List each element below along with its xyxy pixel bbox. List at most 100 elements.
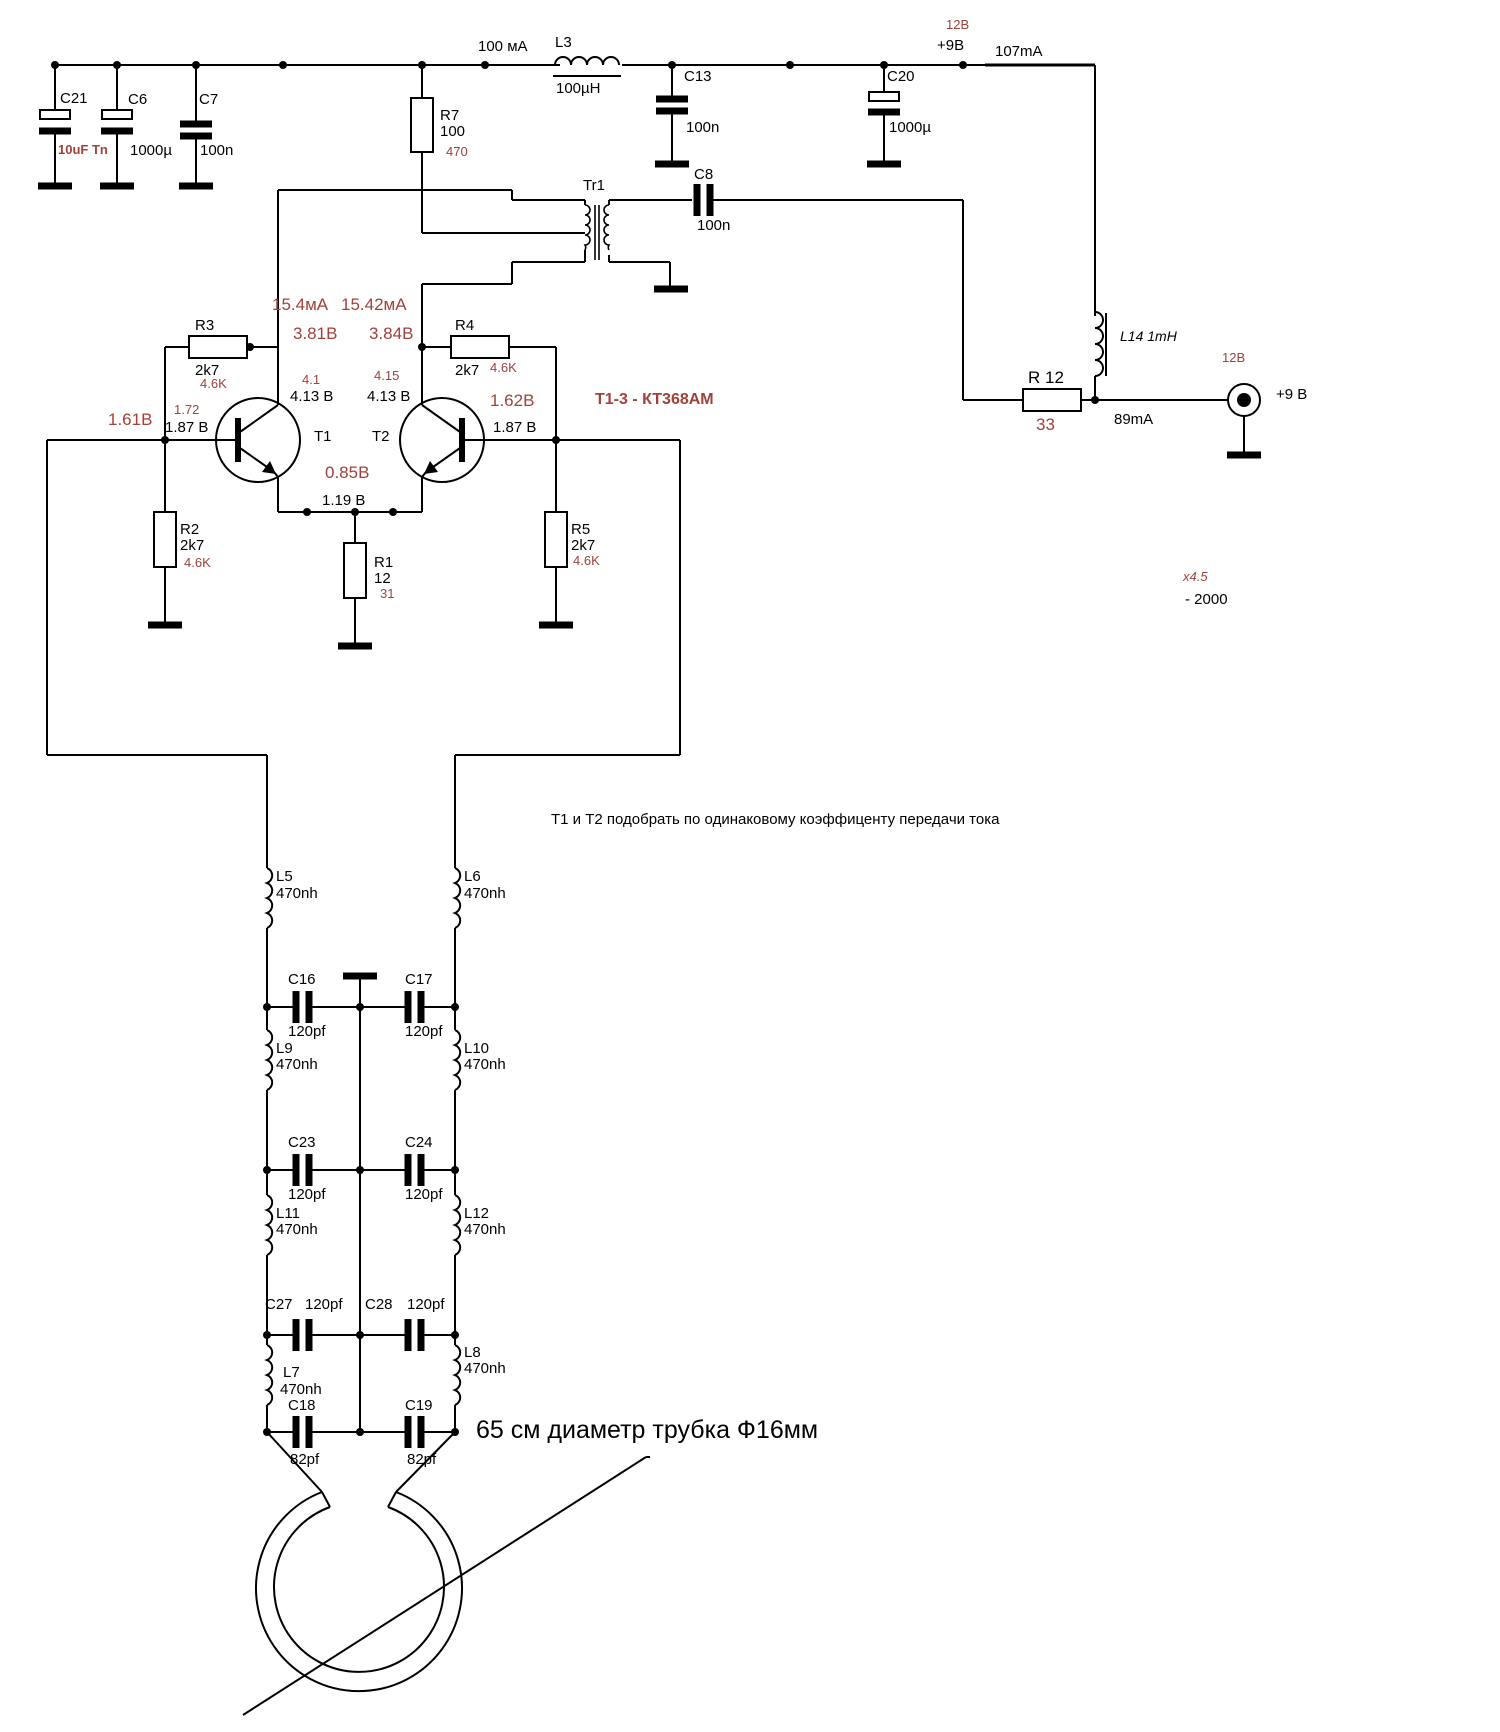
r4-value: 2k7 xyxy=(455,362,479,379)
t1-vc: 4.13 В xyxy=(290,388,333,405)
matching-note: Т1 и Т2 подобрать по одинаковому коэффиц… xyxy=(551,811,1000,828)
t2-base-measured: 1.62В xyxy=(490,391,534,410)
l9-value: 470nh xyxy=(276,1056,318,1073)
l3-value: 100µH xyxy=(556,80,601,97)
c17-value: 120pf xyxy=(405,1023,443,1040)
capacitor-c7: C7 100n xyxy=(179,65,233,190)
capacitor-c6: C6 1000µ xyxy=(100,65,172,190)
r3-value: 2k7 xyxy=(195,362,219,379)
c21-label: C21 xyxy=(60,90,88,107)
r1-value: 12 xyxy=(374,570,391,587)
c28-label: C28 xyxy=(365,1296,393,1313)
inductor-l14: L14 1mH xyxy=(1089,311,1178,400)
base-feed-lines xyxy=(46,439,681,868)
resonator-ladder: L5 470nh L6 470nh C16 120pf C17 120pf L9… xyxy=(263,867,506,1468)
t2-vc: 4.13 В xyxy=(367,388,410,405)
tr1-label: Tr1 xyxy=(583,177,605,194)
c20-label: C20 xyxy=(887,68,915,85)
resistor-r3: R3 2k7 4.6K xyxy=(164,317,278,440)
t1-base-measured-big: 1.61В xyxy=(108,410,152,429)
r5-value: 2k7 xyxy=(571,537,595,554)
l7-value: 470nh xyxy=(280,1381,322,1398)
r4-measured: 4.6K xyxy=(490,360,517,375)
r12-label: R 12 xyxy=(1028,368,1064,387)
t2-label: T2 xyxy=(372,428,390,445)
connector-9v-label: +9 В xyxy=(1276,386,1307,403)
measurements: 15.4мА 15.42мА 3.81В 3.84В 4.1 4.13 В 4.… xyxy=(108,295,1228,608)
resistor-r5: R5 2k7 4.6K xyxy=(539,440,600,629)
c21-value: 10uF Tn xyxy=(58,142,108,157)
r7-measured: 470 xyxy=(446,144,468,159)
l11-label: L11 xyxy=(276,1205,300,1222)
c8-label: C8 xyxy=(694,166,713,183)
resistor-r2: R2 2k7 4.6K xyxy=(148,440,211,629)
l10-label: L10 xyxy=(464,1040,489,1057)
transistor-t1: T1 xyxy=(165,395,332,512)
c24-label: C24 xyxy=(405,1134,433,1151)
resistor-r1: R1 12 31 xyxy=(278,508,422,650)
l12-value: 470nh xyxy=(464,1221,506,1238)
r5-measured: 4.6K xyxy=(573,553,600,568)
r4-label: R4 xyxy=(455,317,474,334)
t1-base-voltage: 1.87 В xyxy=(165,419,208,436)
c19-value: 82pf xyxy=(407,1451,437,1468)
t1-collector-measured: 3.81В xyxy=(293,324,337,343)
c13-label: C13 xyxy=(684,68,712,85)
minus-2000-annotation: - 2000 xyxy=(1185,591,1228,608)
c18-label: C18 xyxy=(288,1397,316,1414)
capacitor-c21: C21 10uF Tn xyxy=(38,65,108,190)
c6-value: 1000µ xyxy=(130,142,172,159)
current-89ma-label: 89mA xyxy=(1114,411,1153,428)
l10-value: 470nh xyxy=(464,1056,506,1073)
l8-label: L8 xyxy=(464,1344,481,1361)
c16-value: 120pf xyxy=(288,1023,326,1040)
l11-value: 470nh xyxy=(276,1221,318,1238)
t2-collector-measured: 3.84В xyxy=(369,324,413,343)
c7-value: 100n xyxy=(200,142,233,159)
r2-value: 2k7 xyxy=(180,537,204,554)
resistor-r12: R 12 33 89mA xyxy=(962,200,1228,434)
top-9v-label: +9В xyxy=(937,37,964,54)
c13-value: 100n xyxy=(686,119,719,136)
r7-label: R7 xyxy=(440,107,459,124)
c27-value: 120pf xyxy=(305,1296,343,1313)
capacitor-c8: C8 100n xyxy=(693,166,963,234)
c8-value: 100n xyxy=(697,217,730,234)
t2-base-voltage: 1.87 В xyxy=(493,419,536,436)
inductor-l3: L3 100µH xyxy=(553,34,622,97)
supply-rail xyxy=(51,61,1096,318)
t1-vc-measured: 4.1 xyxy=(302,372,320,387)
r1-label: R1 xyxy=(374,554,393,571)
c6-label: C6 xyxy=(128,91,147,108)
current-107ma-label: 107mA xyxy=(995,43,1043,60)
transistor-t2: T2 xyxy=(372,385,556,512)
r2-measured: 4.6K xyxy=(184,555,211,570)
t2-current: 15.42мА xyxy=(341,295,407,314)
l8-value: 470nh xyxy=(464,1360,506,1377)
r7-value: 100 xyxy=(440,123,465,140)
output-connector: 12В +9 В xyxy=(1222,350,1307,459)
loop-antenna: 65 см диаметр трубка Ф16мм xyxy=(242,1416,818,1716)
x45-annotation: x4.5 xyxy=(1182,569,1208,584)
capacitor-c20: C20 1000µ xyxy=(867,65,931,168)
t1-current: 15.4мА xyxy=(272,295,329,314)
resistor-r4: R4 2k7 4.6K xyxy=(422,317,557,440)
l14-label: L14 1mH xyxy=(1120,328,1178,344)
l5-label: L5 xyxy=(276,868,293,885)
l9-label: L9 xyxy=(276,1040,293,1057)
loop-note: 65 см диаметр трубка Ф16мм xyxy=(476,1416,818,1444)
c23-label: C23 xyxy=(288,1134,316,1151)
transistor-type: T1-3 - КТ368АМ xyxy=(595,391,714,408)
t1-base-measured: 1.72 xyxy=(174,402,199,417)
r3-measured: 4.6K xyxy=(200,376,227,391)
supply-current-label: 100 мА xyxy=(478,38,528,55)
r2-label: R2 xyxy=(180,521,199,538)
c27-label: C27 xyxy=(265,1296,293,1313)
l12-label: L12 xyxy=(464,1205,489,1222)
t2-vc-measured: 4.15 xyxy=(374,368,399,383)
t1-label: T1 xyxy=(314,428,332,445)
resistor-r7: R7 100 470 xyxy=(410,65,585,234)
c16-label: C16 xyxy=(288,971,316,988)
emitter-measured: 0.85В xyxy=(325,463,369,482)
